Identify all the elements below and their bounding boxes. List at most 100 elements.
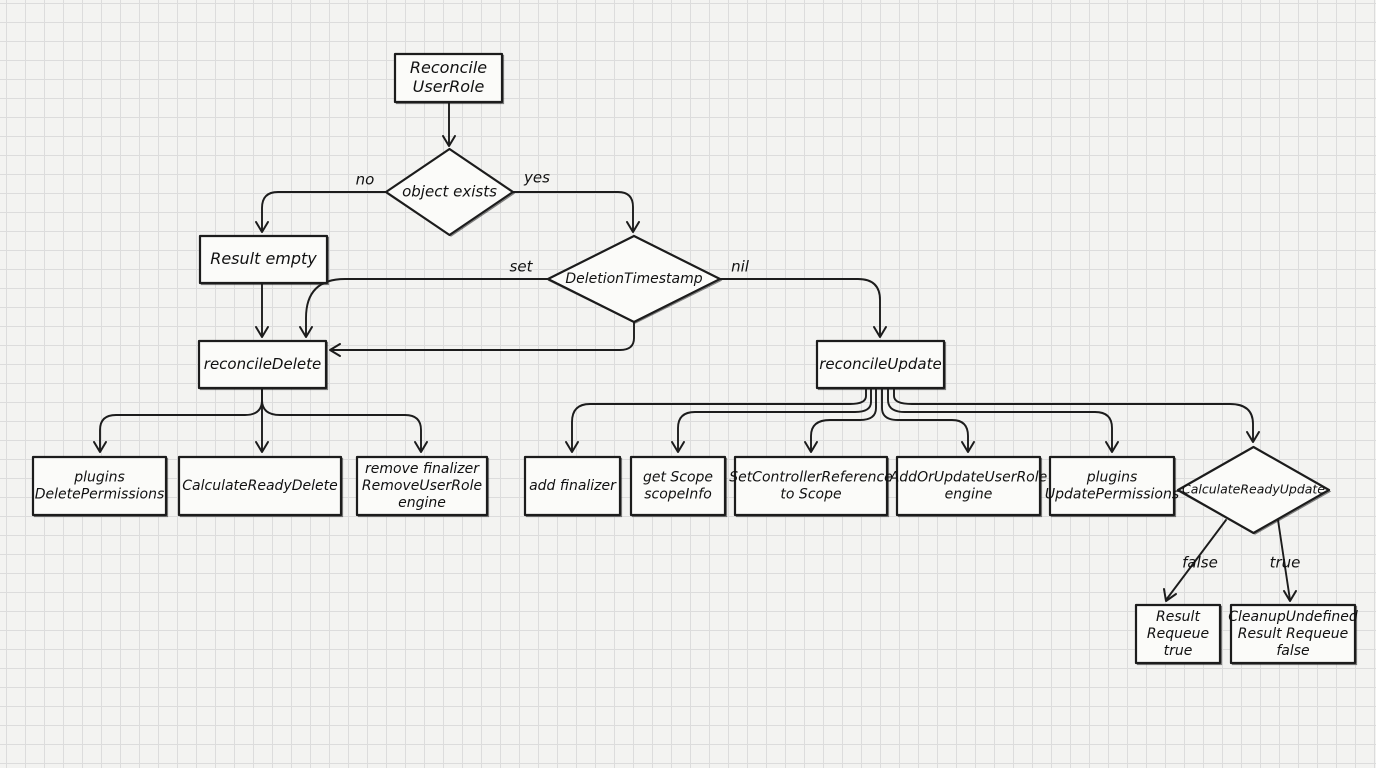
node-label: DeletePermissions [35, 486, 165, 502]
edge-delete-to-remove [261, 387, 428, 453]
edge-line [99, 387, 263, 452]
node-label: plugins [1086, 470, 1138, 486]
node-result-empty: Result empty [198, 234, 330, 286]
edge-deletion-set [299, 278, 549, 338]
edge-update-to-set-controller [804, 387, 877, 453]
node-label: remove finalizer [365, 461, 480, 477]
node-label: to Scope [780, 486, 841, 502]
decision-diamond [384, 147, 515, 237]
node-box [523, 455, 622, 517]
edge-update-to-add-finalizer [565, 387, 867, 453]
node-box [1229, 603, 1357, 665]
arrowhead [1105, 441, 1119, 453]
edge-label-no: no [356, 171, 375, 189]
node-label: Requeue [1147, 626, 1209, 642]
edge-line [677, 387, 872, 452]
edge-line [719, 278, 881, 337]
node-label: SetControllerReference [729, 470, 893, 486]
flowchart-edges [93, 101, 1297, 602]
edge-object-exists-yes [512, 191, 640, 233]
node-label: DeletionTimestamp [565, 271, 702, 287]
edge-label-nil: nil [731, 258, 750, 276]
node-label: scopeInfo [644, 486, 712, 502]
edge-line [1277, 519, 1291, 601]
arrowhead [299, 326, 313, 338]
arrowhead [565, 441, 579, 453]
node-box [629, 455, 727, 517]
node-label: UserRole [413, 77, 485, 96]
edge-update-to-add-or-update [881, 387, 975, 453]
node-label: true [1164, 643, 1193, 659]
node-label: reconcileDelete [204, 355, 321, 373]
edge-label-yes: yes [523, 169, 550, 187]
node-box [733, 455, 889, 517]
edge-result-empty-to-delete [255, 282, 269, 338]
node-box [1048, 455, 1176, 517]
node-label: CleanupUndefined [1228, 609, 1358, 625]
arrowhead [255, 326, 269, 338]
node-label: reconcileUpdate [819, 355, 941, 373]
node-label: add finalizer [529, 478, 617, 494]
node-box [177, 455, 343, 517]
node-label: object exists [402, 183, 497, 201]
node-label: engine [945, 486, 993, 502]
edge-deletion-bottom-to-delete [329, 321, 635, 357]
node-reconcile-update: reconcileUpdate [815, 339, 947, 391]
edge-line [1165, 519, 1227, 601]
node-label: engine [398, 495, 446, 511]
arrowhead [442, 135, 456, 147]
node-box [393, 52, 504, 104]
arrowhead [93, 441, 107, 453]
node-label: UpdatePermissions [1045, 486, 1179, 502]
node-box [895, 455, 1042, 517]
node-box [198, 234, 329, 285]
edge-calculate-update-true [1277, 519, 1297, 602]
edge-line [810, 387, 877, 452]
arrowhead [414, 441, 428, 453]
edge-line [305, 278, 549, 337]
arrowhead [961, 441, 975, 453]
node-label: AddOrUpdateUserRole [889, 470, 1048, 486]
node-label: plugins [73, 470, 125, 486]
node-add-finalizer: add finalizer [523, 455, 623, 518]
edge-line [887, 387, 1113, 452]
node-label: Result empty [210, 249, 317, 268]
decision-diamond [1176, 445, 1331, 535]
edge-start-to-object-exists [442, 101, 456, 147]
node-box [197, 339, 328, 390]
arrowhead [329, 343, 341, 357]
node-label: get Scope [643, 470, 713, 486]
arrowhead [804, 441, 818, 453]
arrowhead [1283, 590, 1297, 602]
edge-deletion-nil [719, 278, 887, 338]
arrowhead [255, 221, 269, 233]
edge-label-set: set [510, 258, 534, 276]
arrowhead [1246, 431, 1260, 443]
node-box [355, 455, 489, 517]
node-object-exists: object exists [384, 147, 516, 237]
arrowhead [626, 221, 640, 233]
edge-delete-to-plugins [93, 387, 263, 453]
edge-line [512, 191, 634, 232]
node-box [1134, 603, 1222, 665]
arrowhead [1163, 588, 1177, 602]
node-deletion-timestamp: DeletionTimestamp [546, 234, 723, 324]
node-calculate-ready-delete: CalculateReadyDelete [177, 455, 344, 518]
decision-diamond [546, 234, 722, 324]
edge-update-to-get-scope [671, 387, 872, 453]
edge-calculate-update-false [1163, 519, 1227, 602]
node-label: Result [1156, 609, 1200, 625]
node-label: CalculateReadyDelete [182, 478, 337, 494]
edge-line [881, 387, 969, 452]
